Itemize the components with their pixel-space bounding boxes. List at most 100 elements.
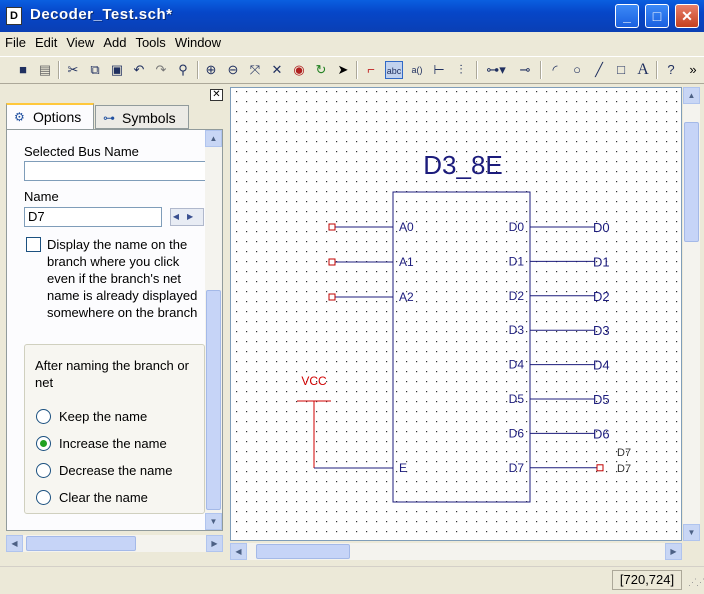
redo-icon[interactable]: ↷ [155, 62, 167, 77]
name-input[interactable]: D7 [24, 207, 162, 227]
cut-icon[interactable]: ✂ [67, 62, 79, 77]
line-icon[interactable]: ╱ [595, 62, 603, 77]
bus-name-icon[interactable]: a() [411, 65, 423, 75]
name-spinner[interactable]: ◀▶ [170, 208, 204, 226]
decrease-name-radio[interactable] [36, 463, 51, 478]
net-label: D3 [593, 323, 610, 338]
scroll-down-icon[interactable]: ▼ [683, 524, 700, 541]
after-naming-group: After naming the branch or net Keep the … [24, 344, 205, 514]
copy-icon[interactable]: ⧉ [90, 62, 100, 77]
scroll-right-icon[interactable]: ▶ [665, 543, 682, 560]
zoom-selection-icon[interactable]: ✕ [271, 62, 283, 77]
component-dropdown-icon[interactable]: ⊶▾ [486, 62, 506, 77]
text-icon[interactable]: A [637, 61, 649, 78]
help-icon[interactable]: ? [667, 62, 675, 77]
canvas-hscroll-thumb[interactable] [256, 544, 350, 559]
keep-name-radio[interactable] [36, 409, 51, 424]
toolbar-overflow-icon[interactable]: » [689, 62, 697, 77]
panel-horizontal-scrollbar[interactable]: ◀ ▶ [6, 535, 223, 552]
scroll-left-icon[interactable]: ◀ [6, 535, 23, 552]
clear-name-radio[interactable] [36, 490, 51, 505]
toolbar-separator [656, 61, 658, 79]
bus-entry-icon[interactable]: ⊢ [433, 62, 445, 77]
pin-label-a1: A1 [399, 255, 414, 269]
menu-tools[interactable]: Tools [135, 35, 166, 50]
pin-label-a0: A0 [399, 220, 414, 234]
close-button[interactable]: ✕ [675, 4, 699, 28]
toolbar-separator [540, 61, 542, 79]
maximize-button[interactable]: □ [645, 4, 669, 28]
net-label: D1 [593, 254, 610, 269]
resize-grip-icon[interactable]: ⋰⋰ [688, 577, 704, 587]
paste-icon[interactable]: ▣ [110, 62, 124, 77]
panel-vertical-scrollbar[interactable]: ▲ ▼ [205, 130, 222, 530]
name-label: Name [24, 189, 59, 204]
menu-file[interactable]: File [5, 35, 26, 50]
options-content: Selected Bus Name Name D7 ◀▶ Display the… [6, 129, 223, 531]
bus-icon[interactable]: ⫶ [459, 62, 463, 77]
canvas-horizontal-scrollbar[interactable]: ◀ ▶ [230, 543, 682, 560]
pointer-icon[interactable]: ➤ [337, 62, 349, 77]
menu-window[interactable]: Window [174, 35, 222, 50]
net-name-icon[interactable]: abc [385, 61, 403, 79]
output-pin-end[interactable] [596, 464, 604, 472]
zoom-area-icon[interactable]: ◉ [293, 62, 305, 77]
pin-label-d1: D1 [509, 254, 525, 268]
panel-hscroll-thumb[interactable] [26, 536, 136, 551]
tab-options[interactable]: ⚙ Options [6, 103, 94, 129]
pin-label-a2: A2 [399, 290, 414, 304]
zoom-fit-icon[interactable]: ⤧ [249, 62, 261, 77]
window-title: Decoder_Test.sch* [30, 6, 173, 23]
minimize-button[interactable]: _ [615, 4, 639, 28]
arc-icon[interactable]: ◜ [552, 62, 558, 77]
toolbar-separator [476, 61, 478, 79]
vcc-label[interactable]: VCC [301, 374, 327, 388]
decrease-name-label[interactable]: Decrease the name [59, 463, 173, 478]
keep-name-label[interactable]: Keep the name [59, 409, 148, 424]
increase-name-label[interactable]: Increase the name [59, 436, 167, 451]
scroll-right-icon[interactable]: ▶ [206, 535, 223, 552]
pin-icon[interactable]: ⊸ [519, 62, 531, 77]
zoom-out-icon[interactable]: ⊖ [227, 62, 239, 77]
component-name[interactable]: D3_8E [423, 150, 503, 180]
refresh-icon[interactable]: ↻ [315, 62, 327, 77]
input-pin-end[interactable] [328, 293, 336, 301]
toolbar-separator [356, 61, 358, 79]
menu-add[interactable]: Add [103, 35, 127, 50]
find-icon[interactable]: ⚲ [178, 62, 188, 77]
undo-icon[interactable]: ↶ [133, 62, 145, 77]
display-name-description: Display the name on the branch where you… [47, 237, 198, 320]
scroll-down-icon[interactable]: ▼ [205, 513, 222, 530]
canvas-vertical-scrollbar[interactable]: ▲ ▼ [683, 87, 700, 541]
scroll-up-icon[interactable]: ▲ [205, 130, 222, 147]
menu-edit[interactable]: Edit [34, 35, 58, 50]
pin-label-d3: D3 [509, 323, 525, 337]
increase-name-radio[interactable] [36, 436, 51, 451]
canvas-vscroll-thumb[interactable] [684, 122, 699, 242]
zoom-in-icon[interactable]: ⊕ [205, 62, 217, 77]
panel-scroll-thumb[interactable] [206, 290, 221, 510]
input-pin-end[interactable] [328, 223, 336, 231]
menu-view[interactable]: View [66, 35, 95, 50]
panel-close-button[interactable]: ✕ [210, 89, 223, 101]
clear-name-label[interactable]: Clear the name [59, 490, 148, 505]
decoder-body[interactable] [392, 191, 531, 503]
net-label: D6 [593, 426, 610, 441]
symbols-icon: ⊶ [103, 111, 115, 125]
print-icon[interactable]: ▤ [38, 62, 52, 77]
save-icon[interactable]: ■ [19, 62, 27, 77]
display-name-checkbox[interactable] [26, 237, 41, 252]
scroll-up-icon[interactable]: ▲ [683, 87, 700, 104]
tab-symbols[interactable]: ⊶ Symbols [95, 105, 189, 129]
wire-icon[interactable]: ⌐ [367, 62, 375, 77]
toolbar-separator [197, 61, 199, 79]
circle-icon[interactable]: ○ [573, 62, 581, 77]
rectangle-icon[interactable]: □ [617, 62, 625, 77]
input-pin-end[interactable] [328, 258, 336, 266]
selected-bus-input[interactable] [24, 161, 206, 181]
options-panel: ✕ ⚙ Options ⊶ Symbols Selected Bus Name … [4, 87, 223, 557]
scroll-left-icon[interactable]: ◀ [230, 543, 247, 560]
